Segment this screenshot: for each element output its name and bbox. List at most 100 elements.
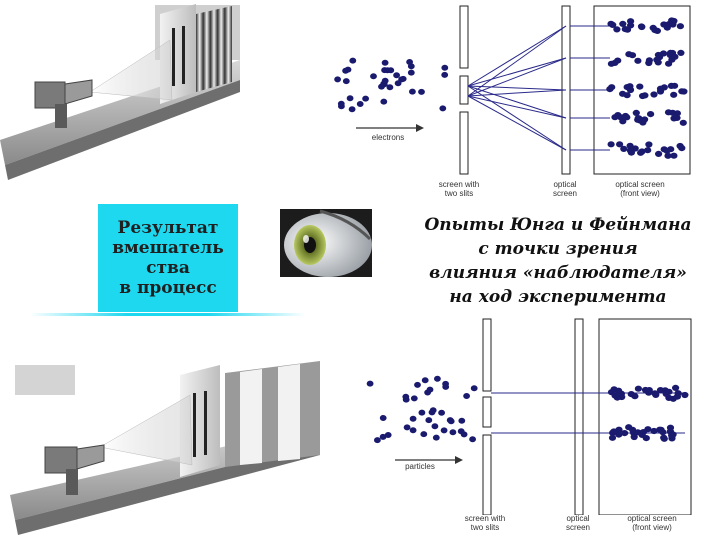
particle-dot bbox=[414, 381, 421, 388]
band-dot bbox=[623, 92, 631, 99]
particle-dot bbox=[463, 393, 470, 399]
particle-dot bbox=[374, 437, 381, 444]
band-dot bbox=[607, 389, 616, 396]
ray-line bbox=[467, 85, 567, 119]
band-dot bbox=[639, 92, 647, 100]
band-dot bbox=[650, 91, 658, 98]
band-dot bbox=[660, 434, 668, 441]
ray-line bbox=[467, 25, 567, 87]
band-dot bbox=[676, 23, 684, 30]
particle-dot bbox=[344, 66, 352, 73]
band-dot bbox=[611, 114, 619, 121]
two-slit-interference-diagram bbox=[334, 5, 691, 175]
band-dot bbox=[659, 50, 668, 57]
particle-dot bbox=[349, 57, 357, 64]
band-dot bbox=[669, 21, 677, 28]
band-dot bbox=[609, 21, 617, 28]
particle-dot bbox=[407, 63, 415, 70]
band-dot bbox=[628, 52, 637, 59]
band-dot bbox=[607, 141, 615, 148]
band-dot bbox=[608, 434, 617, 441]
particle-dot bbox=[441, 64, 449, 71]
band-dot bbox=[641, 116, 649, 123]
band-dot bbox=[681, 391, 689, 399]
particle-dot bbox=[460, 431, 468, 438]
band-dot bbox=[656, 426, 664, 433]
particle-dot bbox=[418, 88, 425, 95]
particle-dot bbox=[426, 386, 434, 393]
band-dot bbox=[673, 114, 681, 121]
band-dot bbox=[635, 115, 643, 122]
particle-dot bbox=[441, 71, 449, 78]
front-view-label: optical screen(front view) bbox=[627, 514, 677, 532]
ray-line bbox=[467, 57, 567, 97]
band-dot bbox=[649, 24, 657, 31]
particle-dot bbox=[469, 436, 476, 443]
particle-dot bbox=[432, 434, 440, 441]
band-dot bbox=[660, 84, 668, 91]
ray-line bbox=[467, 89, 567, 97]
slit-screen-middle bbox=[459, 75, 469, 105]
band-dot bbox=[678, 88, 686, 95]
band-dot bbox=[631, 393, 639, 400]
particle-dot bbox=[394, 80, 402, 87]
band-dot bbox=[623, 26, 632, 33]
particle-dot bbox=[428, 409, 436, 416]
band-dot bbox=[607, 60, 615, 67]
band-dot bbox=[632, 109, 640, 116]
particle-dot bbox=[438, 409, 445, 416]
band-dot bbox=[670, 152, 678, 159]
band-dot bbox=[672, 384, 680, 391]
particle-dot bbox=[402, 393, 410, 400]
band-dot bbox=[663, 24, 671, 31]
band-dot bbox=[610, 428, 618, 435]
band-dot bbox=[637, 23, 646, 30]
band-dot bbox=[656, 387, 665, 394]
band-dot bbox=[660, 146, 668, 153]
ray-line bbox=[467, 85, 567, 91]
particle-dot bbox=[384, 432, 392, 438]
band-dot bbox=[671, 82, 679, 89]
band-dot bbox=[631, 145, 639, 152]
particle-dot bbox=[338, 103, 345, 110]
particle-dot bbox=[334, 76, 341, 83]
slit-screen-bottom bbox=[459, 111, 469, 175]
band-dot bbox=[664, 109, 673, 116]
box-underline bbox=[30, 313, 305, 316]
particle-dot bbox=[449, 429, 457, 436]
slit-screen-bottom bbox=[482, 434, 492, 515]
band-dot bbox=[666, 49, 675, 57]
slit-screen-middle bbox=[482, 396, 492, 428]
band-dot bbox=[642, 435, 650, 442]
band-dot bbox=[671, 53, 679, 60]
band-dot bbox=[619, 118, 627, 125]
particle-dot bbox=[386, 84, 394, 91]
particle-dot bbox=[393, 72, 400, 79]
slit-screen-top bbox=[482, 318, 492, 392]
band-dot bbox=[677, 49, 685, 57]
particle-dot bbox=[409, 415, 417, 422]
particle-dot bbox=[409, 427, 417, 434]
band-dot bbox=[613, 26, 621, 33]
band-dot bbox=[645, 387, 653, 394]
particle-dot bbox=[425, 417, 433, 424]
band-dot bbox=[670, 91, 678, 98]
result-box-text: Результат вмешатель ства в процесс bbox=[112, 218, 224, 298]
ray-line bbox=[467, 95, 567, 151]
band-dot bbox=[653, 56, 661, 63]
particle-dot bbox=[418, 409, 426, 416]
ray-line bbox=[467, 25, 567, 97]
ray-line bbox=[467, 57, 567, 87]
ray-line bbox=[467, 95, 567, 119]
particle-dot bbox=[346, 95, 354, 102]
band-dot bbox=[644, 147, 652, 154]
front-view-label: optical screen(front view) bbox=[615, 180, 665, 198]
band-dot bbox=[664, 152, 672, 159]
particle-dot bbox=[458, 417, 466, 424]
band-dot bbox=[615, 389, 623, 396]
result-box: Результат вмешатель ства в процесс bbox=[98, 204, 238, 312]
arrow-label: particles bbox=[405, 462, 435, 471]
